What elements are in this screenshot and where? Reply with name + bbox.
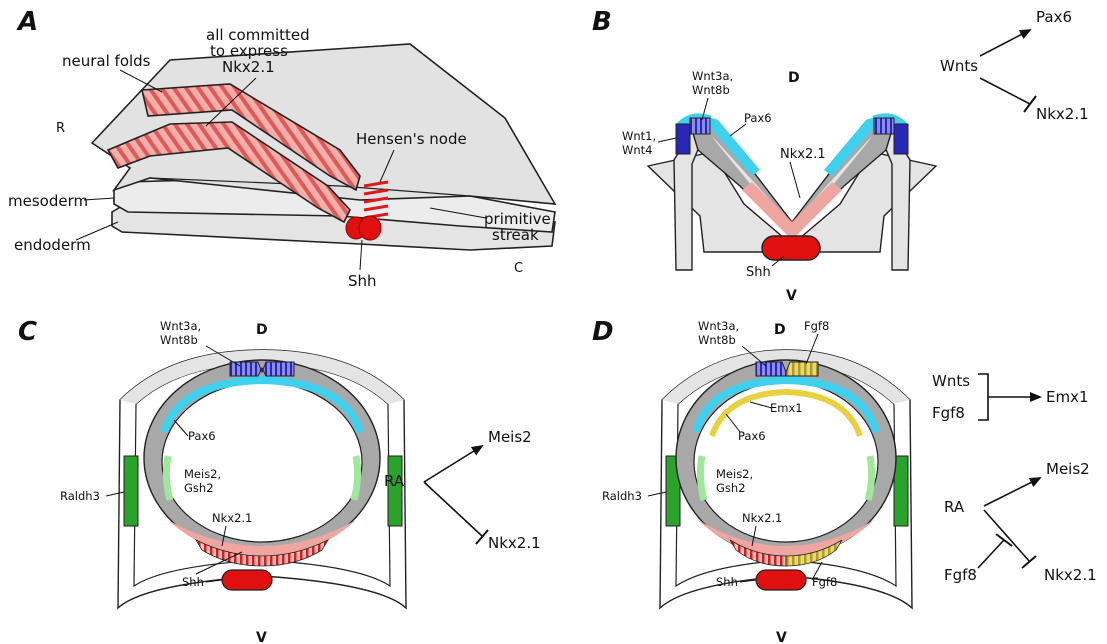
- meis2-right-d: [868, 456, 872, 500]
- label-shh: Shh: [348, 272, 377, 290]
- panel-c-letter: C: [18, 317, 37, 347]
- wnt8b-label-b: Wnt8b: [692, 83, 730, 97]
- pathway-c-source: RA: [384, 472, 405, 490]
- shh-node-right: [359, 216, 381, 240]
- raldh3-right-c: [388, 456, 402, 526]
- raldh3-label-c: Raldh3: [60, 489, 100, 503]
- panel-c: C D V Wnt3a, Wnt8b Pax6 Meis2, Gsh2: [18, 317, 541, 644]
- pathway-d2-fgf-line: [978, 540, 1004, 568]
- pathway-d2-inhibit-bar: [1022, 556, 1036, 568]
- wnt3a-label-b: Wnt3a,: [692, 69, 733, 83]
- wnt3a-label-c: Wnt3a,: [160, 319, 201, 333]
- pathway-b-inhibits: Nkx2.1: [1036, 105, 1089, 123]
- pax6-label-c: Pax6: [188, 429, 216, 443]
- pathway-d2-inhibitor: Fgf8: [944, 566, 977, 584]
- dorsal-label-b: D: [788, 70, 800, 86]
- nkx-label-b: Nkx2.1: [780, 147, 826, 162]
- pathway-b-activates: Pax6: [1036, 8, 1072, 26]
- pathway-d1-target: Emx1: [1046, 388, 1089, 406]
- dorsal-label-c: D: [256, 322, 268, 338]
- wnt1-domain-left: [676, 124, 690, 154]
- raldh3-left-c: [124, 456, 138, 526]
- nkx-label-c: Nkx2.1: [212, 511, 252, 525]
- ventral-label-b: V: [786, 288, 797, 304]
- shh-label-b: Shh: [746, 265, 771, 280]
- wnt1-domain-right: [894, 124, 908, 154]
- panel-b: B D V Wnt3a, Wnt8b Wnt1, Wnt4 Pax6: [592, 7, 1089, 304]
- label-neural-folds: neural folds: [62, 52, 151, 70]
- pathway-d1-source-a: Wnts: [932, 372, 970, 390]
- shh-notochord-b: [762, 236, 820, 260]
- pathway-b-arrow: [980, 30, 1030, 56]
- lumen-c: [162, 382, 362, 542]
- pathway-d2-source: RA: [944, 498, 965, 516]
- ventral-label-c: V: [256, 630, 267, 644]
- nkx-label-d: Nkx2.1: [742, 511, 782, 525]
- label-hensens-node: Hensen's node: [356, 130, 467, 148]
- wnt3a-label-d: Wnt3a,: [698, 319, 739, 333]
- pathway-b-inhibit-line: [980, 78, 1030, 104]
- dorsal-label-d: D: [774, 322, 786, 338]
- wnt-dorsal-d: [756, 362, 786, 376]
- panel-a-letter: A: [16, 7, 38, 37]
- ventral-label-d: V: [776, 630, 787, 644]
- label-c: C: [514, 261, 523, 276]
- wnt1-label-b: Wnt1,: [622, 129, 656, 143]
- wnt3a-domain-left: [690, 118, 710, 134]
- meis2-label-d: Meis2,: [716, 467, 753, 481]
- shh-notochord-c: [222, 570, 272, 590]
- fgf8-bottom-label-d: Fgf8: [812, 575, 837, 589]
- pathway-c-activates: Meis2: [488, 428, 532, 446]
- emx1-label-d: Emx1: [770, 401, 803, 415]
- shh-label-c: Shh: [182, 575, 204, 589]
- wnt4-label-b: Wnt4: [622, 143, 653, 157]
- label-r: R: [56, 121, 65, 136]
- wnt8b-label-d: Wnt8b: [698, 333, 736, 347]
- wnt3a-domain-right: [874, 118, 894, 134]
- pathway-d2-inhibits: Nkx2.1: [1044, 566, 1097, 584]
- pathway-d2-activates: Meis2: [1046, 460, 1090, 478]
- label-mesoderm: mesoderm: [8, 192, 88, 210]
- pathway-d1-source-b: Fgf8: [932, 404, 965, 422]
- gsh2-label-c: Gsh2: [184, 481, 214, 495]
- shh-notochord-d: [756, 570, 806, 590]
- wnt8b-label-c: Wnt8b: [160, 333, 198, 347]
- pathway-c-inhibits: Nkx2.1: [488, 534, 541, 552]
- gsh2-label-d: Gsh2: [716, 481, 746, 495]
- pax6-label-d: Pax6: [738, 429, 766, 443]
- label-committed-3: Nkx2.1: [222, 58, 275, 76]
- panel-a: A R C neural folds all committed to expr…: [8, 7, 555, 290]
- pathway-d1-bracket: [978, 374, 988, 420]
- pathway-b-source: Wnts: [940, 57, 978, 75]
- meis2-right-c: [354, 456, 358, 500]
- pathway-c-inhibit-line: [424, 482, 482, 536]
- panel-b-letter: B: [592, 7, 612, 37]
- shh-label-d: Shh: [716, 575, 738, 589]
- pax6-label-b: Pax6: [744, 111, 772, 125]
- label-streak: streak: [492, 226, 539, 244]
- meis2-left-c: [166, 456, 170, 500]
- meis2-left-d: [700, 456, 704, 500]
- fgf8-top-label-d: Fgf8: [804, 319, 829, 333]
- panel-d: D D V Wnt3a, Wnt8b Fgf8 Emx1 Pax6 Meis2,…: [592, 317, 1097, 644]
- fgf8-dorsal-d: [786, 362, 818, 376]
- pathway-d2-arrow: [984, 478, 1040, 506]
- pathway-b-inhibit-bar: [1024, 96, 1036, 112]
- pathway-c-arrow: [424, 446, 482, 482]
- meis2-label-c: Meis2,: [184, 467, 221, 481]
- panel-d-letter: D: [592, 317, 614, 347]
- raldh3-label-d: Raldh3: [602, 489, 642, 503]
- ectoderm-sheet: [92, 44, 555, 204]
